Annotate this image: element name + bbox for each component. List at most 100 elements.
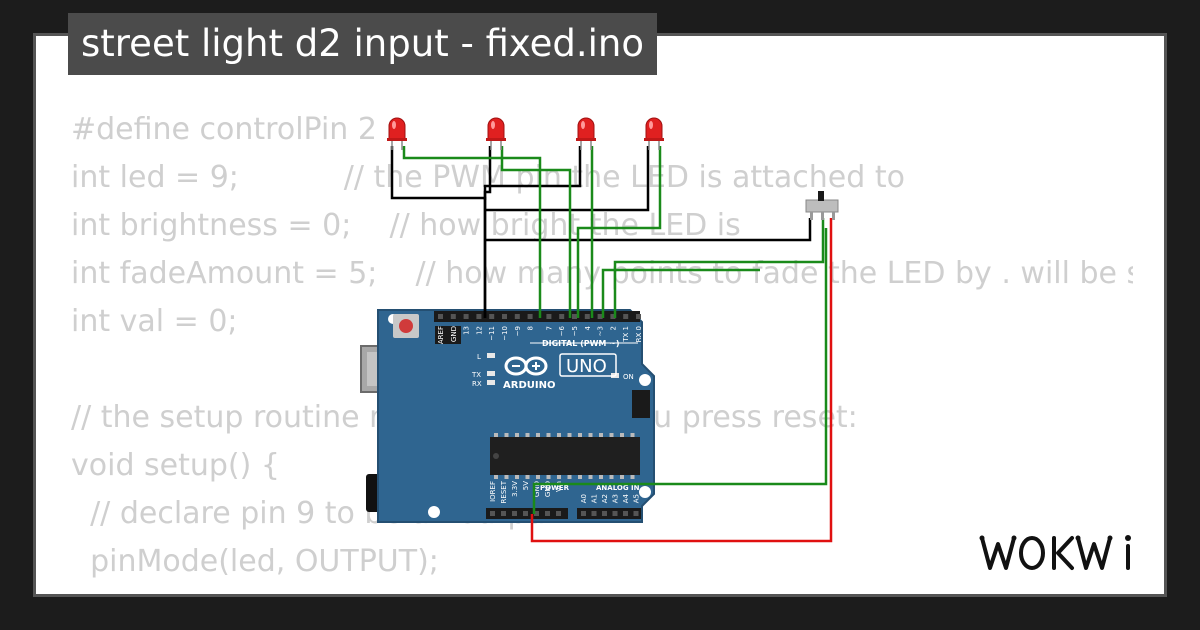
wire-green: [601, 268, 760, 318]
pin-label: ~3: [597, 326, 605, 336]
pin-label: A4: [622, 493, 630, 503]
pin-label: 3.3V: [511, 481, 519, 497]
pin-label: ~9: [514, 326, 522, 336]
pin-label: RESET: [500, 480, 508, 503]
indicator-led-tx: [487, 371, 495, 376]
digital-header: [434, 311, 640, 322]
wokwi-logo: [979, 535, 1131, 570]
pin-label: A2: [601, 494, 609, 503]
header-pin: [584, 314, 590, 319]
pin-label: A0: [580, 494, 588, 503]
header-pin: [476, 314, 482, 319]
mounting-hole: [639, 486, 651, 498]
header-pin: [559, 314, 565, 319]
digital-pin-holes: [438, 314, 641, 319]
project-title: street light d2 input - fixed.ino: [68, 13, 658, 75]
wire-green: [500, 146, 572, 318]
pin-label: A5: [633, 494, 641, 503]
icsp-header-right: [632, 390, 650, 418]
pin-label: 4: [584, 325, 592, 330]
code-line: #define controlPin 2: [71, 112, 377, 147]
red-led[interactable]: [576, 117, 596, 150]
power-label: POWER: [540, 484, 570, 492]
header-pin: [534, 511, 539, 516]
led-label-tx: TX: [471, 371, 481, 379]
header-pin: [502, 314, 507, 319]
indicator-led-rx: [487, 380, 495, 385]
slide-switch[interactable]: [805, 191, 839, 220]
wire-black: [390, 146, 487, 318]
code-line: int brightness = 0; // how bright the LE…: [71, 208, 741, 243]
icsp-header: [435, 326, 461, 344]
header-pin: [572, 314, 577, 319]
code-line: int val = 0;: [71, 304, 238, 339]
pin-label: 5V: [522, 481, 530, 490]
header-pin: [512, 511, 517, 516]
header-pin: [489, 314, 495, 319]
pin-label: 2: [609, 326, 617, 330]
pin-label: TX 1: [622, 326, 630, 343]
pin-label: 13: [463, 326, 471, 335]
mounting-hole: [639, 374, 651, 386]
red-led[interactable]: [387, 117, 407, 150]
digital-label: DIGITAL (PWM ~): [542, 339, 620, 348]
analog-label: ANALOG IN: [596, 484, 640, 492]
pin-label: A1: [591, 494, 599, 503]
pin-label: GND: [533, 481, 541, 497]
code-line: void setup() {: [71, 448, 280, 483]
wire-black: [483, 146, 492, 318]
pin-label: GND: [450, 326, 458, 342]
header-pin: [501, 511, 506, 516]
header-pin: [597, 314, 603, 319]
header-pin: [463, 314, 469, 319]
pin-label: ~11: [488, 326, 496, 341]
led-label-on: ON: [623, 373, 634, 381]
board-model: UNO: [566, 356, 607, 377]
header-pin: [612, 511, 618, 516]
header-pin: [623, 314, 629, 319]
header-pin: [546, 314, 552, 319]
indicator-led-l: [487, 353, 495, 358]
reset-button[interactable]: [393, 314, 419, 338]
header-pin: [514, 314, 520, 319]
header-pin: [633, 511, 639, 516]
header-pin: [581, 511, 586, 516]
pin-label: RX 0: [635, 326, 643, 342]
board-brand: ARDUINO: [503, 380, 555, 391]
header-pin: [527, 314, 533, 319]
pin-label: AREF: [437, 326, 445, 344]
wire-black: [483, 146, 582, 200]
led-label-rx: RX: [472, 380, 482, 388]
pin-label: 8: [527, 326, 535, 330]
wire-green: [613, 218, 825, 318]
pin-label: ~6: [558, 325, 566, 336]
wires: [390, 146, 833, 543]
code-line: pinMode(controlPin, INPUT);: [71, 586, 1133, 594]
bottom-pin-holes: [490, 511, 639, 516]
header-pin: [636, 314, 641, 319]
wire-green: [532, 228, 828, 514]
mounting-hole: [428, 506, 440, 518]
wire-black: [485, 146, 650, 212]
wire-black: [485, 218, 812, 242]
header-pin: [556, 511, 561, 516]
header-pin: [438, 314, 443, 319]
header-pin: [545, 511, 550, 516]
header-pin: [490, 511, 495, 516]
red-led[interactable]: [644, 117, 664, 150]
pin-label: 12: [475, 326, 483, 335]
pin-label: 7: [545, 326, 553, 330]
pin-label: IOREF: [489, 481, 497, 502]
arduino-logo: [504, 356, 548, 376]
wire-green: [576, 146, 662, 318]
code-line: int fadeAmount = 5; // how many points t…: [71, 256, 1133, 291]
pin-label: A3: [612, 494, 620, 503]
analog-header: [577, 508, 641, 519]
header-pin: [623, 511, 628, 516]
red-led[interactable]: [486, 117, 506, 150]
pin-label: ~10: [501, 326, 509, 341]
